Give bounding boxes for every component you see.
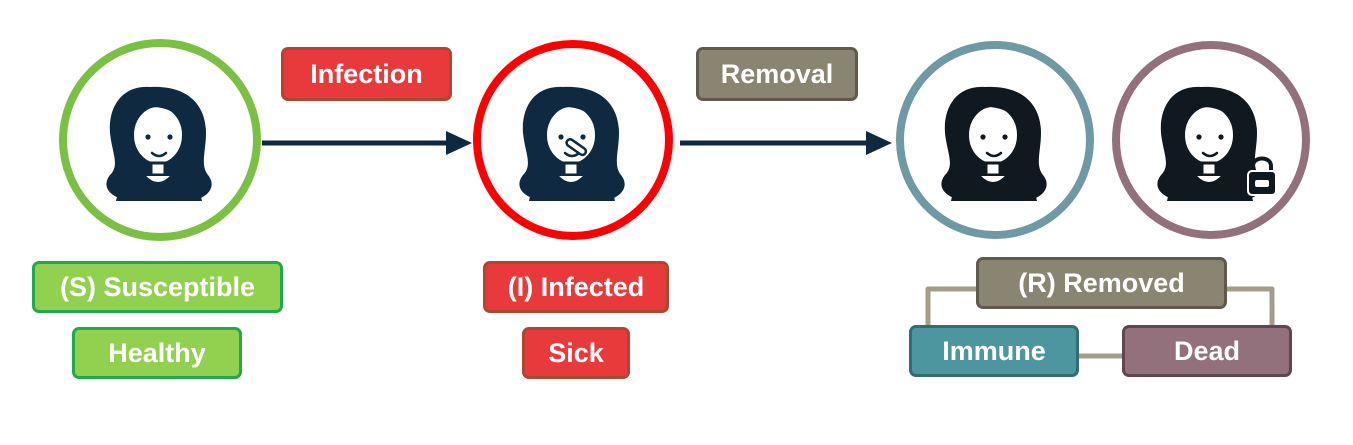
susceptible-label: (S) Susceptible bbox=[32, 261, 283, 313]
infection-label: Infection bbox=[281, 47, 452, 101]
susceptible-node bbox=[59, 39, 261, 241]
immune-node bbox=[896, 41, 1094, 239]
sick-person-icon bbox=[517, 84, 627, 203]
healthy-person-icon bbox=[104, 84, 214, 203]
dead-node bbox=[1112, 41, 1310, 239]
healthy-label: Healthy bbox=[72, 327, 242, 379]
infected-label: (I) Infected bbox=[483, 261, 669, 313]
dead-label: Dead bbox=[1122, 325, 1292, 377]
infected-node bbox=[473, 40, 673, 240]
dead-person-icon bbox=[1155, 84, 1265, 203]
removed-label: (R) Removed bbox=[976, 257, 1227, 309]
lock-icon bbox=[1247, 156, 1277, 196]
removal-label: Removal bbox=[696, 47, 858, 101]
removal-arrow bbox=[680, 131, 892, 155]
infection-arrow bbox=[262, 131, 472, 155]
sick-label: Sick bbox=[522, 327, 630, 379]
immune-person-icon bbox=[939, 84, 1049, 203]
removed-connector bbox=[925, 286, 1275, 359]
immune-label: Immune bbox=[909, 325, 1079, 377]
